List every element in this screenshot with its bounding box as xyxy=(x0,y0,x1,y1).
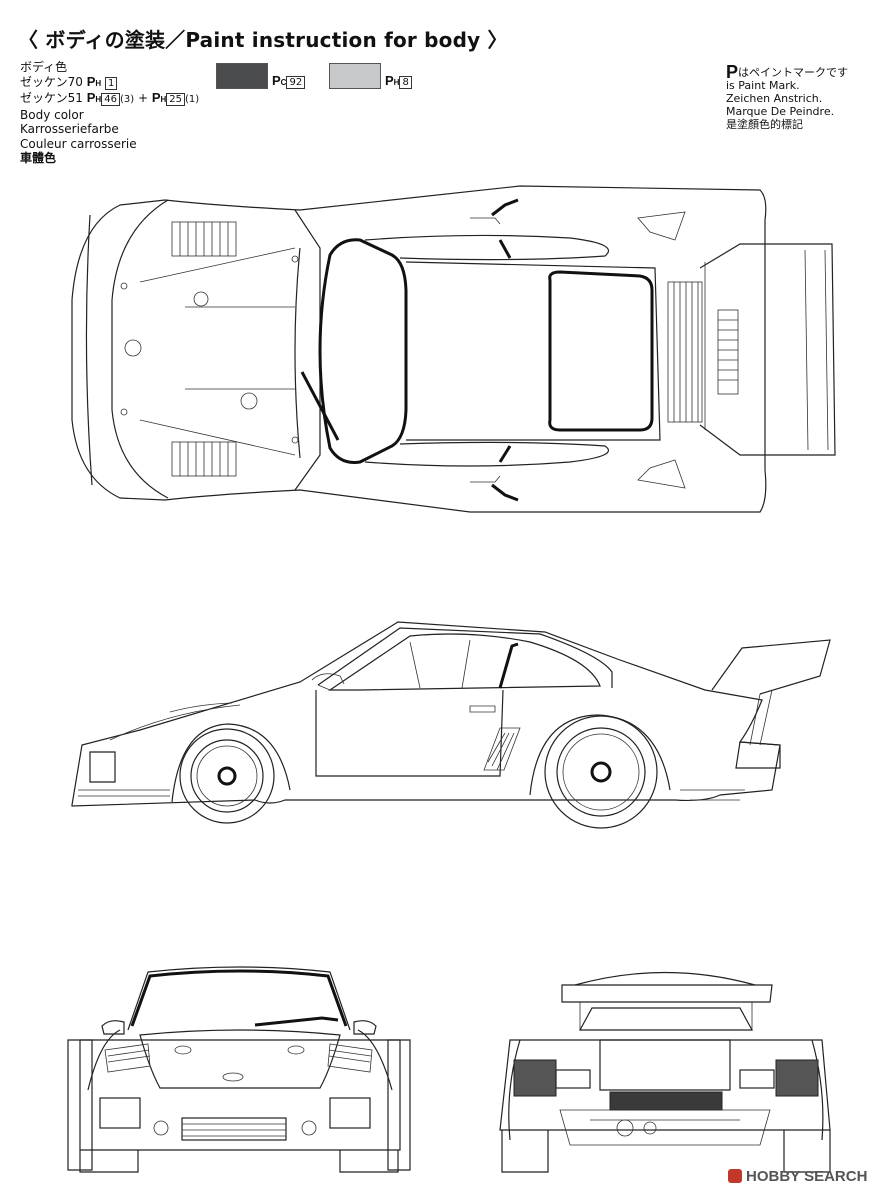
legend-number-51-label: ゼッケン51 xyxy=(20,91,83,105)
paint-mark-note-de: Zeichen Anstrich. xyxy=(726,92,823,105)
legend-zh: 車體色 xyxy=(20,151,57,165)
paint-code: 8 xyxy=(399,76,412,89)
hobby-search-logo-icon xyxy=(728,1169,742,1183)
legend-ja-body-color: ボディ色 xyxy=(20,60,68,74)
car-side-view xyxy=(71,621,831,829)
paint-mark-icon: PH xyxy=(86,73,102,89)
paint-mark-note-zh: 是塗顏色的標記 xyxy=(726,118,803,131)
legend-number-70: ゼッケン70 PH 1 xyxy=(20,73,199,92)
car-rear-view xyxy=(499,971,831,1173)
paint-code: 1 xyxy=(105,76,118,90)
legend-de: Karrosseriefarbe xyxy=(20,122,119,136)
legend-en: Body color xyxy=(20,107,84,122)
paint-mark-icon: PC xyxy=(272,73,287,88)
car-top-view xyxy=(71,185,836,513)
legend-fr: Couleur carrosserie xyxy=(20,136,137,151)
paint-mark-note: Pはペイントマークです is Paint Mark. Zeichen Anstr… xyxy=(726,63,849,131)
color-swatch-dark-gray xyxy=(216,63,268,89)
paint-mark-icon: P xyxy=(726,62,739,82)
page-title: 〈 ボディの塗装／Paint instruction for body 〉 xyxy=(18,28,508,52)
paint-mark-note-ja: はペイントマークです xyxy=(738,66,849,79)
paint-code: 92 xyxy=(286,76,306,89)
watermark: HOBBY SEARCH xyxy=(728,1168,867,1185)
paint-mark-icon: PH xyxy=(86,90,102,105)
paint-ratio: (3) xyxy=(119,94,135,105)
paint-mark-icon: PH xyxy=(151,90,167,105)
paint-ratio: (1) xyxy=(185,94,200,105)
legend-number-70-label: ゼッケン70 xyxy=(20,74,83,89)
paint-mark-icon: PH xyxy=(385,73,400,88)
color-swatch-light-gray xyxy=(329,63,381,89)
paint-code: 46 xyxy=(101,93,120,106)
paint-mark-note-en: is Paint Mark. xyxy=(726,79,800,92)
paint-mark-note-fr: Marque De Peindre. xyxy=(726,105,835,118)
car-front-view xyxy=(67,966,411,1173)
paint-code: 25 xyxy=(166,93,186,106)
plus-sign: + xyxy=(137,91,148,105)
